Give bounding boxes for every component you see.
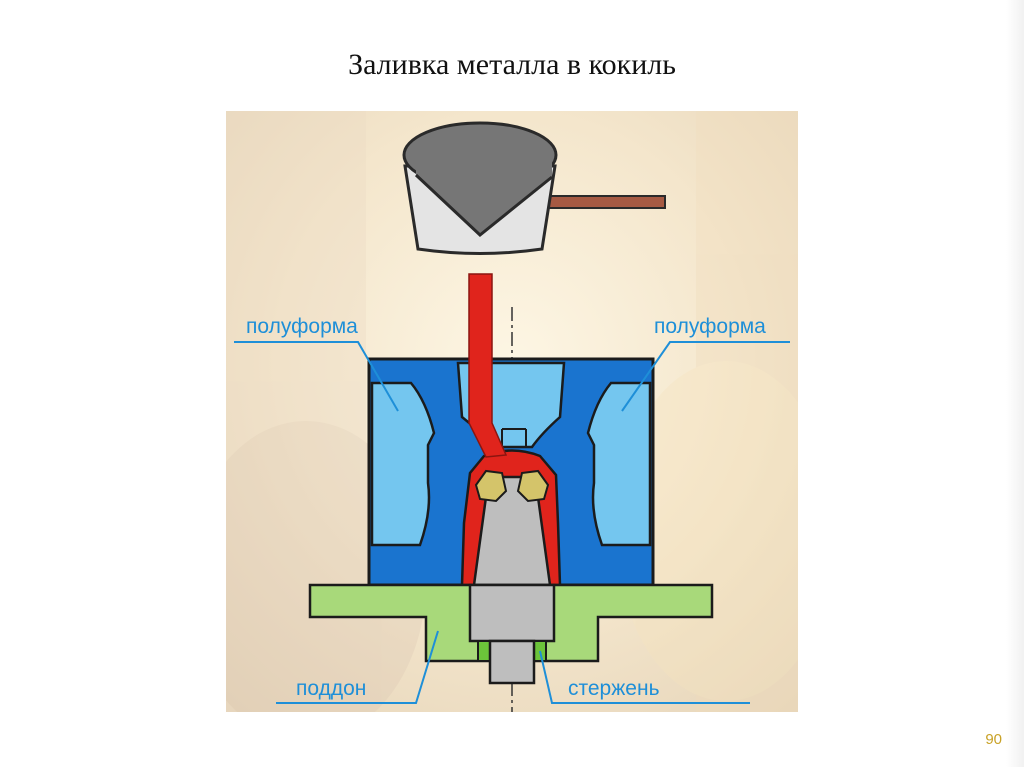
casting-diagram: полуформа полуформа поддон стержень: [226, 111, 798, 712]
slide-title: Заливка металла в кокиль: [348, 48, 676, 81]
label-half-mold-left: полуформа: [246, 315, 358, 338]
label-core: стержень: [568, 677, 660, 700]
core-stem: [488, 639, 536, 685]
leader-lines: [234, 341, 790, 704]
slide-edge-shadow: [1006, 0, 1024, 767]
core-rod: [468, 583, 556, 643]
ladle-handle: [539, 195, 666, 209]
page-number: 90: [985, 731, 1002, 748]
ladle-metal: [416, 159, 552, 235]
mold-left-recess: [370, 381, 436, 547]
metal-stream: [468, 273, 508, 458]
label-base-plate: поддон: [296, 677, 366, 700]
label-half-mold-right: полуформа: [654, 315, 766, 338]
vent-right: [516, 469, 550, 503]
core-insert-left: [477, 640, 491, 662]
mold-right-recess: [586, 381, 652, 547]
vent-left: [474, 469, 508, 503]
ladle: [402, 121, 666, 255]
